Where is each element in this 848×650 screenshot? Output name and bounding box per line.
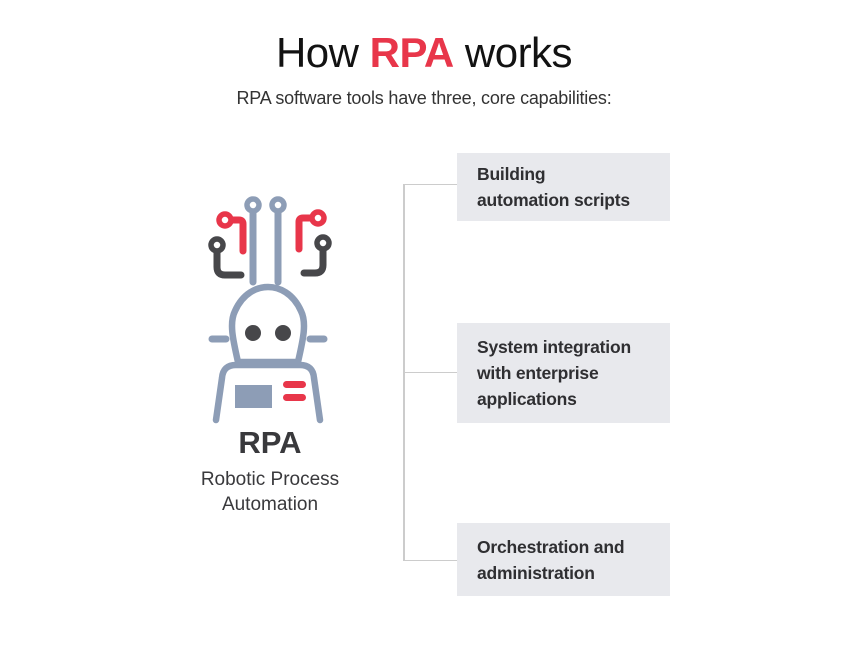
title-suffix: works	[464, 29, 573, 76]
robot-chest-panel	[235, 385, 272, 408]
title-highlight: RPA	[369, 29, 455, 76]
robot-eye-right	[275, 325, 291, 341]
circuit-node-dark	[314, 234, 332, 252]
rpa-full-name: Robotic Process Automation	[200, 469, 340, 515]
circuit-lines	[208, 196, 332, 286]
rpa-acronym: RPA	[238, 425, 302, 460]
capability-label: Orchestration and administration	[477, 536, 625, 583]
connector-branch-middle	[403, 371, 457, 373]
robot-head	[228, 283, 308, 366]
title-prefix: How	[275, 29, 359, 76]
circuit-trace-dark-right	[300, 246, 327, 277]
capability-box-building-scripts: Building automation scripts	[457, 153, 670, 221]
robot-circuit-icon	[208, 196, 332, 424]
connector-branch-top	[403, 183, 457, 185]
robot	[208, 283, 328, 424]
capability-label: System integration with enterprise appli…	[477, 337, 631, 409]
capability-box-orchestration: Orchestration and administration	[457, 523, 670, 596]
capability-box-system-integration: System integration with enterprise appli…	[457, 323, 670, 423]
robot-chest-light	[283, 394, 306, 401]
circuit-node-red	[216, 211, 234, 229]
circuit-node-red	[309, 209, 327, 227]
robot-chest-light	[283, 381, 306, 388]
circuit-node	[269, 196, 287, 214]
circuit-node	[244, 196, 262, 214]
circuit-node-dark	[208, 236, 226, 254]
rpa-label: RPA Robotic Process Automation	[170, 426, 370, 517]
circuit-trace-red-right	[295, 214, 315, 253]
circuit-trace-dark-left	[213, 248, 245, 279]
page-title: How RPA works	[0, 28, 848, 78]
circuit-trace-red-left	[228, 216, 247, 255]
subtitle: RPA software tools have three, core capa…	[236, 88, 612, 108]
robot-eye-left	[245, 325, 261, 341]
connector-branch-bottom	[403, 559, 457, 561]
capability-label: Building automation scripts	[477, 164, 630, 210]
